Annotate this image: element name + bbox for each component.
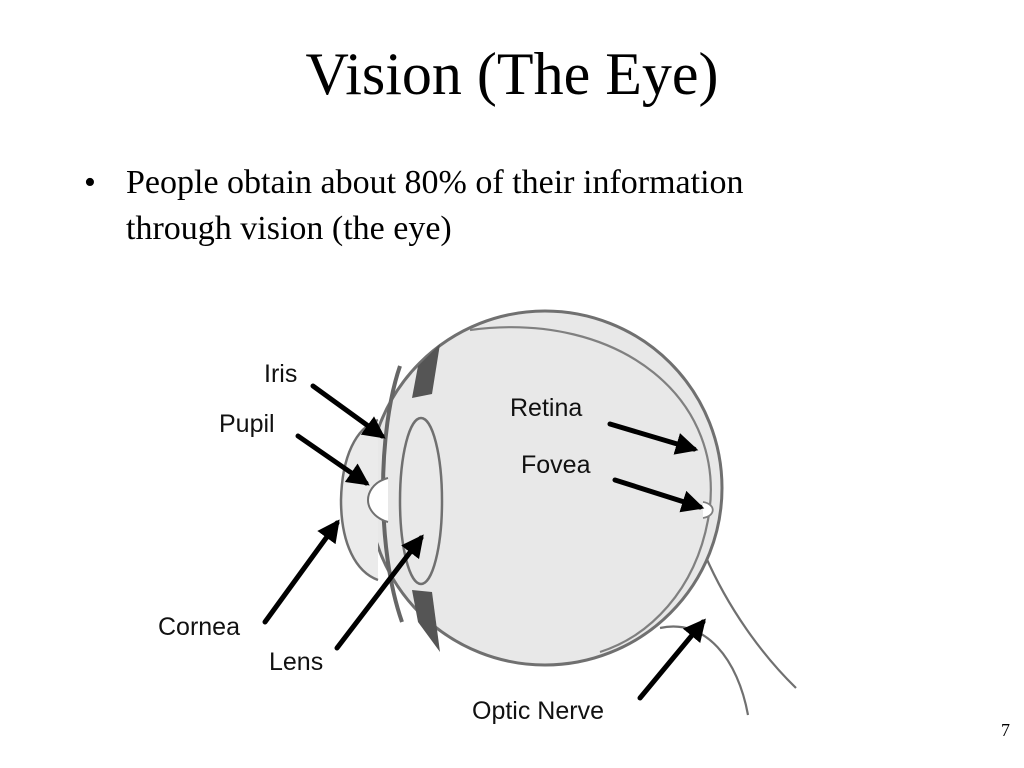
iris-bottom xyxy=(412,590,440,652)
label-fovea: Fovea xyxy=(521,451,591,479)
pointer-arrows xyxy=(262,383,706,701)
slide-title: Vision (The Eye) xyxy=(305,41,719,107)
cornea xyxy=(339,418,379,582)
pupil-opening xyxy=(366,477,389,523)
optic-nerve xyxy=(659,554,797,716)
label-iris: Iris xyxy=(264,360,297,388)
cornea-arrow xyxy=(262,519,340,625)
bullet-list: • People obtain about 80% of their infor… xyxy=(84,160,884,252)
fovea-arrow xyxy=(612,477,705,513)
iris-top xyxy=(412,344,440,398)
pupil-arrow xyxy=(295,433,370,486)
label-optic-nerve: Optic Nerve xyxy=(472,697,604,725)
lens-arrow xyxy=(334,534,424,651)
bullet-item: • People obtain about 80% of their infor… xyxy=(84,160,884,252)
page-number: 7 xyxy=(1001,720,1010,740)
iris-arrow xyxy=(310,383,386,439)
retina-layer xyxy=(469,326,712,654)
label-lens: Lens xyxy=(269,648,323,676)
label-retina: Retina xyxy=(510,394,582,422)
label-pupil: Pupil xyxy=(219,410,275,438)
bullet-marker: • xyxy=(84,164,96,201)
optic-nerve-arrow xyxy=(637,618,706,701)
label-cornea: Cornea xyxy=(158,613,240,641)
bullet-text-line-2: through vision (the eye) xyxy=(126,210,452,247)
fovea xyxy=(702,501,714,519)
retina-arrow xyxy=(607,421,699,455)
bullet-text-line-1: People obtain about 80% of their informa… xyxy=(126,164,744,201)
